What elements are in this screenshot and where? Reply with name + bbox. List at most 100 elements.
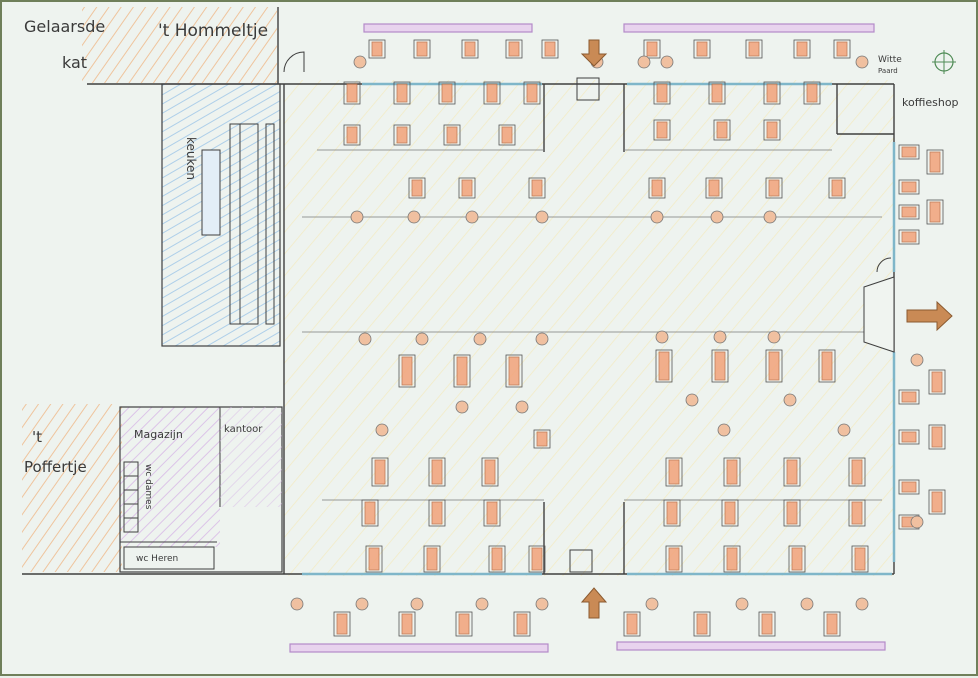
chair-pair [513,611,531,637]
chair-pair [788,545,806,573]
chair-pair [443,124,461,146]
stall-row [289,643,549,653]
table [364,501,376,525]
chair-pair [423,545,441,573]
chair-pair [721,499,739,527]
table [831,179,843,197]
chair-pair [763,119,781,141]
chair-pair [793,39,811,59]
table [461,179,473,197]
right-entrance-ramp [863,276,895,353]
chair-pair [333,611,351,637]
chair-pair [498,124,516,146]
chair-pair [483,499,501,527]
table [396,83,408,103]
table [666,501,678,525]
label-wc-dames: wc dames [143,464,153,510]
table [508,41,520,57]
table [929,201,941,223]
table [931,426,943,448]
round-table [410,597,424,611]
table [791,547,803,571]
table [651,179,663,197]
round-table [855,597,869,611]
table [726,547,738,571]
round-table [358,332,372,346]
chair-pair [408,177,426,199]
table [371,41,383,57]
chair-pair [505,354,523,388]
table [531,179,543,197]
chair-pair [803,81,821,105]
table [931,371,943,393]
table [456,356,468,386]
table [696,613,708,635]
round-table [290,597,304,611]
table [441,83,453,103]
chair-pair [758,611,776,637]
round-table [763,210,777,224]
table [711,83,723,103]
round-table [910,353,924,367]
round-table [655,330,669,344]
chair-pair [663,499,681,527]
chair-pair [763,81,781,105]
table [761,613,773,635]
chair-pair [848,499,866,527]
furniture [290,39,946,637]
table [786,459,798,485]
table [766,83,778,103]
chair-pair [528,177,546,199]
label-hommeltje: 't Hommeltje [158,21,268,41]
round-table [637,55,651,69]
table [346,126,358,144]
chair-pair [343,81,361,105]
round-table [685,393,699,407]
chair-pair [533,429,551,449]
chair-pair [898,144,920,160]
table [626,613,638,635]
table [851,459,863,485]
chair-pair [653,81,671,105]
entrance-arrow-bottom [569,549,608,619]
table [826,613,838,635]
round-table [650,210,664,224]
label-magazijn: Magazijn [134,428,183,441]
door-right [876,257,892,273]
chair-pair [898,389,920,405]
chair-pair [361,499,379,527]
round-table [710,210,724,224]
label-witte: Witte [878,55,902,65]
table [336,613,348,635]
table [796,41,808,57]
chair-pair [765,349,783,383]
chair-pair [643,39,661,59]
table [821,351,833,381]
chair-pair [428,499,446,527]
table [726,459,738,485]
chair-pair [665,457,683,487]
chair-pair [711,349,729,383]
chair-pair [926,149,944,175]
table [486,83,498,103]
table [464,41,476,57]
chair-pair [648,177,666,199]
chair-pair [823,611,841,637]
table [446,126,458,144]
table [716,121,728,139]
table [374,459,386,485]
table [854,547,866,571]
chair-pair [848,457,866,487]
label-poffertje-t: 't [32,428,42,446]
chair-pair [653,119,671,141]
chair-pair [398,611,416,637]
round-table [375,423,389,437]
stall-row [363,23,533,33]
chair-pair [898,204,920,220]
chair-pair [705,177,723,199]
table [516,613,528,635]
chair-pair [455,611,473,637]
table [901,206,917,218]
table [368,547,380,571]
round-table [660,55,674,69]
